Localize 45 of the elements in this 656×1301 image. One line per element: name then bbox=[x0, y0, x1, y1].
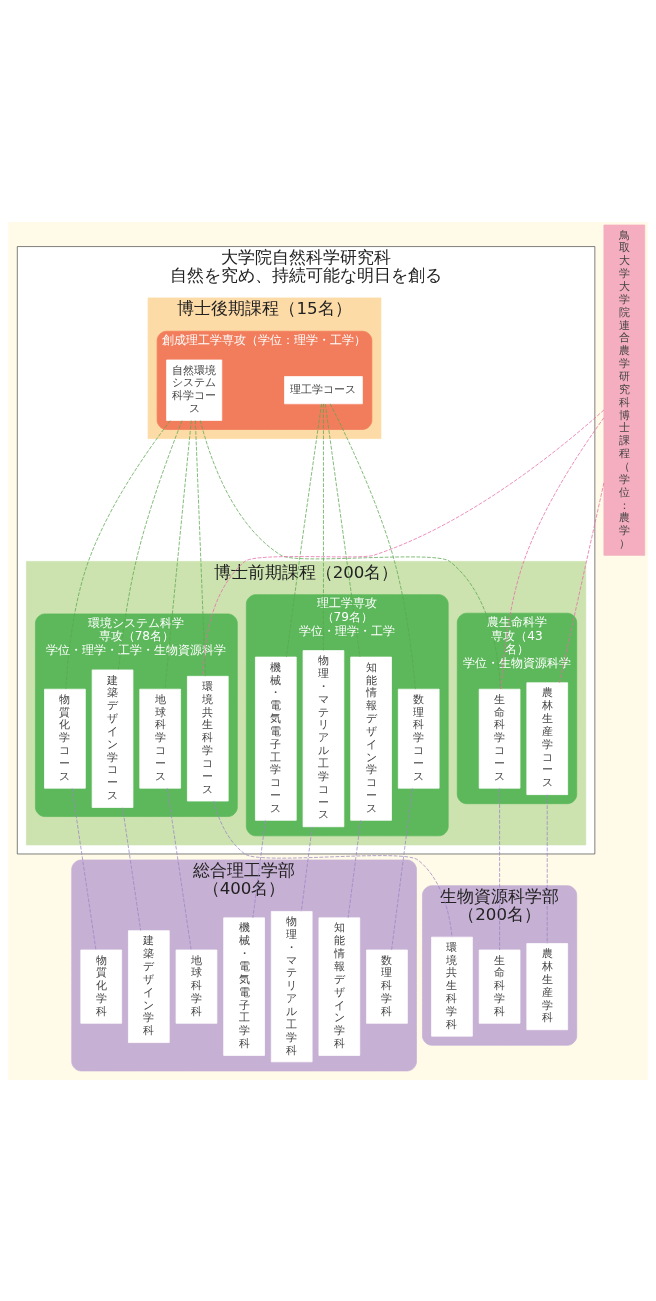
connector bbox=[329, 402, 416, 689]
node-box: 生命科学科 bbox=[478, 949, 521, 1024]
connector bbox=[546, 793, 548, 944]
node-box: 知能情報デザイン学コース bbox=[350, 656, 392, 821]
connector bbox=[252, 819, 266, 918]
node-box: 理工学コース bbox=[284, 375, 363, 404]
node-box: 機械・電気電子工学コース bbox=[255, 656, 297, 821]
node-box: 地球科学コース bbox=[139, 688, 181, 789]
connector bbox=[499, 787, 500, 950]
connector bbox=[122, 806, 142, 931]
connector bbox=[167, 787, 192, 950]
connector bbox=[71, 787, 97, 950]
connector bbox=[500, 417, 605, 690]
connector bbox=[202, 409, 605, 676]
node-box: 農林生産学科 bbox=[526, 942, 568, 1030]
connector bbox=[347, 819, 362, 918]
node-box: 環境共生科学科 bbox=[431, 936, 473, 1037]
node-box: 農林生産学コース bbox=[526, 681, 568, 795]
node-box: 数理科学科 bbox=[366, 949, 408, 1024]
node-box: 物理・マテリアル工学科 bbox=[270, 910, 313, 1062]
connector bbox=[286, 403, 322, 657]
node-box: 建築デザイン学科 bbox=[128, 929, 170, 1043]
node-box: 環境共生科学コース bbox=[187, 675, 229, 801]
connector bbox=[65, 419, 171, 689]
connector bbox=[559, 482, 605, 683]
connector bbox=[391, 787, 413, 950]
node-box: 鳥取大学大学院連合農学研究科博士課程（学位：農学） bbox=[603, 224, 646, 556]
connector bbox=[164, 419, 192, 689]
connector bbox=[118, 419, 183, 670]
connector bbox=[323, 403, 324, 651]
node-box: 機械・電気電子工学科 bbox=[223, 916, 265, 1056]
node-box: 地球科学科 bbox=[175, 949, 218, 1024]
node-box: 建築デザイン学コース bbox=[91, 669, 134, 808]
node-box: 知能情報デザイン学科 bbox=[318, 916, 361, 1056]
connector bbox=[199, 419, 501, 689]
node-box: 数理科学コース bbox=[397, 688, 440, 789]
connector bbox=[213, 800, 453, 937]
node-box: 物質化学コース bbox=[44, 688, 86, 789]
connector bbox=[194, 419, 206, 676]
node-box: 生命科学コース bbox=[478, 688, 521, 789]
connector bbox=[300, 826, 313, 912]
connector bbox=[324, 403, 361, 657]
node-box: 物理・マテリアル工学コース bbox=[302, 649, 345, 827]
node-box: 自然環境システム科学コース bbox=[166, 359, 223, 421]
node-box: 物質化学科 bbox=[80, 949, 122, 1024]
